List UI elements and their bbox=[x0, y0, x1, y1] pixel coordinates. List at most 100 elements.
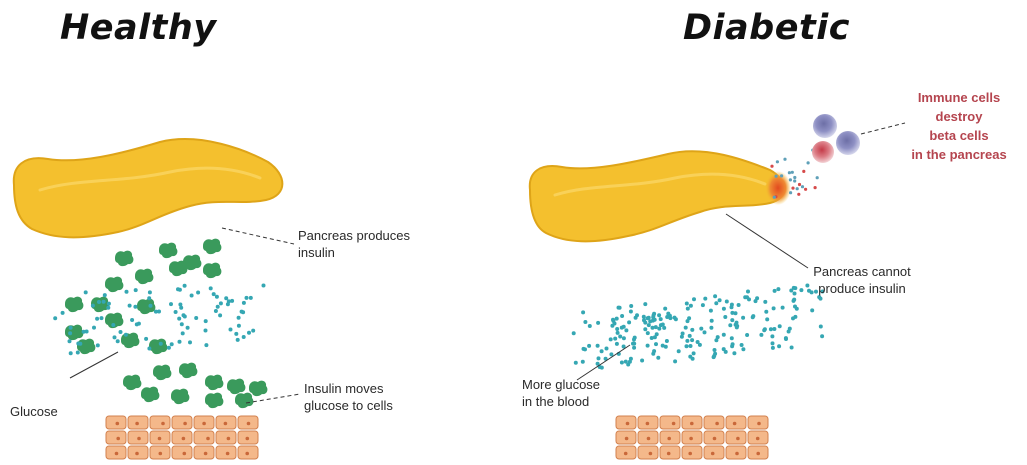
cell-nucleus bbox=[646, 422, 650, 426]
glucose-dot-icon bbox=[681, 332, 685, 336]
glucose-dot-icon bbox=[652, 314, 656, 318]
glucose-dot-icon bbox=[741, 316, 745, 320]
glucose-dot-icon bbox=[689, 304, 693, 308]
glucose-dot-icon bbox=[661, 323, 665, 327]
glucose-dot-icon bbox=[689, 344, 693, 348]
glucose-dot-icon bbox=[596, 344, 600, 348]
glucose-dot-icon bbox=[218, 313, 222, 317]
cell-nucleus bbox=[183, 452, 187, 456]
glucose-dot-icon bbox=[572, 331, 576, 335]
glucose-dot-icon bbox=[128, 304, 132, 308]
glucose-dot-icon bbox=[609, 337, 613, 341]
glucose-dot-icon bbox=[125, 290, 129, 294]
glucose-dot-icon bbox=[111, 323, 115, 327]
insulin-blob-icon bbox=[141, 387, 159, 403]
glucose-dot-icon bbox=[583, 347, 587, 351]
glucose-dot-icon bbox=[734, 323, 738, 327]
glucose-dot-icon bbox=[242, 335, 246, 339]
glucose-dot-icon bbox=[784, 337, 788, 341]
glucose-dot-icon bbox=[740, 343, 744, 347]
glucose-dot-icon bbox=[732, 351, 736, 355]
cell-nucleus bbox=[757, 422, 761, 426]
glucose-dot-icon bbox=[596, 321, 600, 325]
healthy-glucose-label: Glucose bbox=[10, 403, 58, 420]
cell-nucleus bbox=[137, 437, 141, 441]
glucose-dot-icon bbox=[61, 311, 65, 315]
glucose-dot-icon bbox=[762, 328, 766, 332]
glucose-dot-icon bbox=[690, 338, 694, 342]
cell-nucleus bbox=[247, 422, 251, 426]
glucose-dot-icon bbox=[605, 347, 609, 351]
attack-dot bbox=[780, 174, 783, 177]
tissue-cell-icon bbox=[172, 416, 192, 429]
glucose-dot-icon bbox=[709, 326, 713, 330]
glucose-dot-icon bbox=[179, 306, 183, 310]
cell-nucleus bbox=[690, 422, 694, 426]
glucose-dot-icon bbox=[730, 305, 734, 309]
glucose-dot-icon bbox=[209, 286, 213, 290]
glucose-dot-icon bbox=[777, 344, 781, 348]
glucose-dot-icon bbox=[177, 317, 181, 321]
attack-dot bbox=[793, 176, 796, 179]
diabetic-pancreas-label: Pancreas cannot produce insulin bbox=[800, 263, 924, 297]
glucose-dot-icon bbox=[148, 290, 152, 294]
glucose-dot-icon bbox=[587, 344, 591, 348]
glucose-dot-icon bbox=[588, 324, 592, 328]
healthy-insulin-label: Insulin moves glucose to cells bbox=[304, 380, 393, 414]
glucose-dot-icon bbox=[781, 306, 785, 310]
immune-cell-icon bbox=[813, 114, 837, 138]
glucose-dot-icon bbox=[170, 342, 174, 346]
tissue-cell-icon bbox=[194, 446, 214, 459]
cell-nucleus bbox=[756, 452, 760, 456]
immune-cells-label: Immune cells destroy beta cells in the p… bbox=[893, 88, 1025, 164]
glucose-dot-icon bbox=[76, 351, 80, 355]
tissue-cell-icon bbox=[638, 446, 658, 459]
glucose-dot-icon bbox=[627, 320, 631, 324]
glucose-dot-icon bbox=[703, 330, 707, 334]
cell-nucleus bbox=[116, 422, 120, 426]
glucose-dot-icon bbox=[685, 302, 689, 306]
cell-nucleus bbox=[733, 422, 737, 426]
glucose-dot-icon bbox=[665, 315, 669, 319]
insulin-blob-icon bbox=[135, 269, 153, 285]
glucose-dot-icon bbox=[654, 325, 658, 329]
insulin-blob-icon bbox=[105, 277, 123, 293]
glucose-dot-icon bbox=[69, 351, 73, 355]
cell-nucleus bbox=[713, 437, 717, 441]
glucose-dot-icon bbox=[618, 335, 622, 339]
glucose-dot-icon bbox=[765, 317, 769, 321]
cell-nucleus bbox=[158, 437, 162, 441]
glucose-dot-icon bbox=[167, 346, 171, 350]
cell-nucleus bbox=[667, 452, 671, 456]
cell-nucleus bbox=[226, 452, 230, 456]
insulin-blob-icon bbox=[205, 375, 223, 391]
glucose-dot-icon bbox=[234, 332, 238, 336]
glucose-dot-icon bbox=[713, 294, 717, 298]
glucose-dot-icon bbox=[68, 339, 72, 343]
attack-dot bbox=[775, 175, 778, 178]
attack-dot bbox=[801, 185, 804, 188]
tissue-cell-icon bbox=[216, 431, 236, 444]
glucose-dot-icon bbox=[698, 343, 702, 347]
diabetic-pancreas-leader bbox=[726, 214, 808, 268]
insulin-blob-icon bbox=[121, 333, 139, 349]
glucose-dot-icon bbox=[687, 316, 691, 320]
glucose-dot-icon bbox=[657, 313, 661, 317]
insulin-blob-icon bbox=[77, 339, 95, 355]
glucose-dot-icon bbox=[149, 304, 153, 308]
insulin-blob-icon bbox=[115, 251, 133, 267]
glucose-dot-icon bbox=[730, 311, 734, 315]
diabetic-title: Diabetic bbox=[683, 6, 850, 50]
cell-nucleus bbox=[224, 422, 228, 426]
glucose-dot-icon bbox=[646, 331, 650, 335]
cell-nucleus bbox=[735, 452, 739, 456]
cell-nucleus bbox=[135, 452, 139, 456]
cell-nucleus bbox=[625, 437, 629, 441]
glucose-dot-icon bbox=[613, 322, 617, 326]
glucose-dot-icon bbox=[722, 333, 726, 337]
attack-dot bbox=[773, 196, 776, 199]
glucose-dot-icon bbox=[106, 306, 110, 310]
glucose-dot-icon bbox=[159, 342, 163, 346]
glucose-dot-icon bbox=[103, 293, 107, 297]
glucose-dot-icon bbox=[212, 292, 216, 296]
